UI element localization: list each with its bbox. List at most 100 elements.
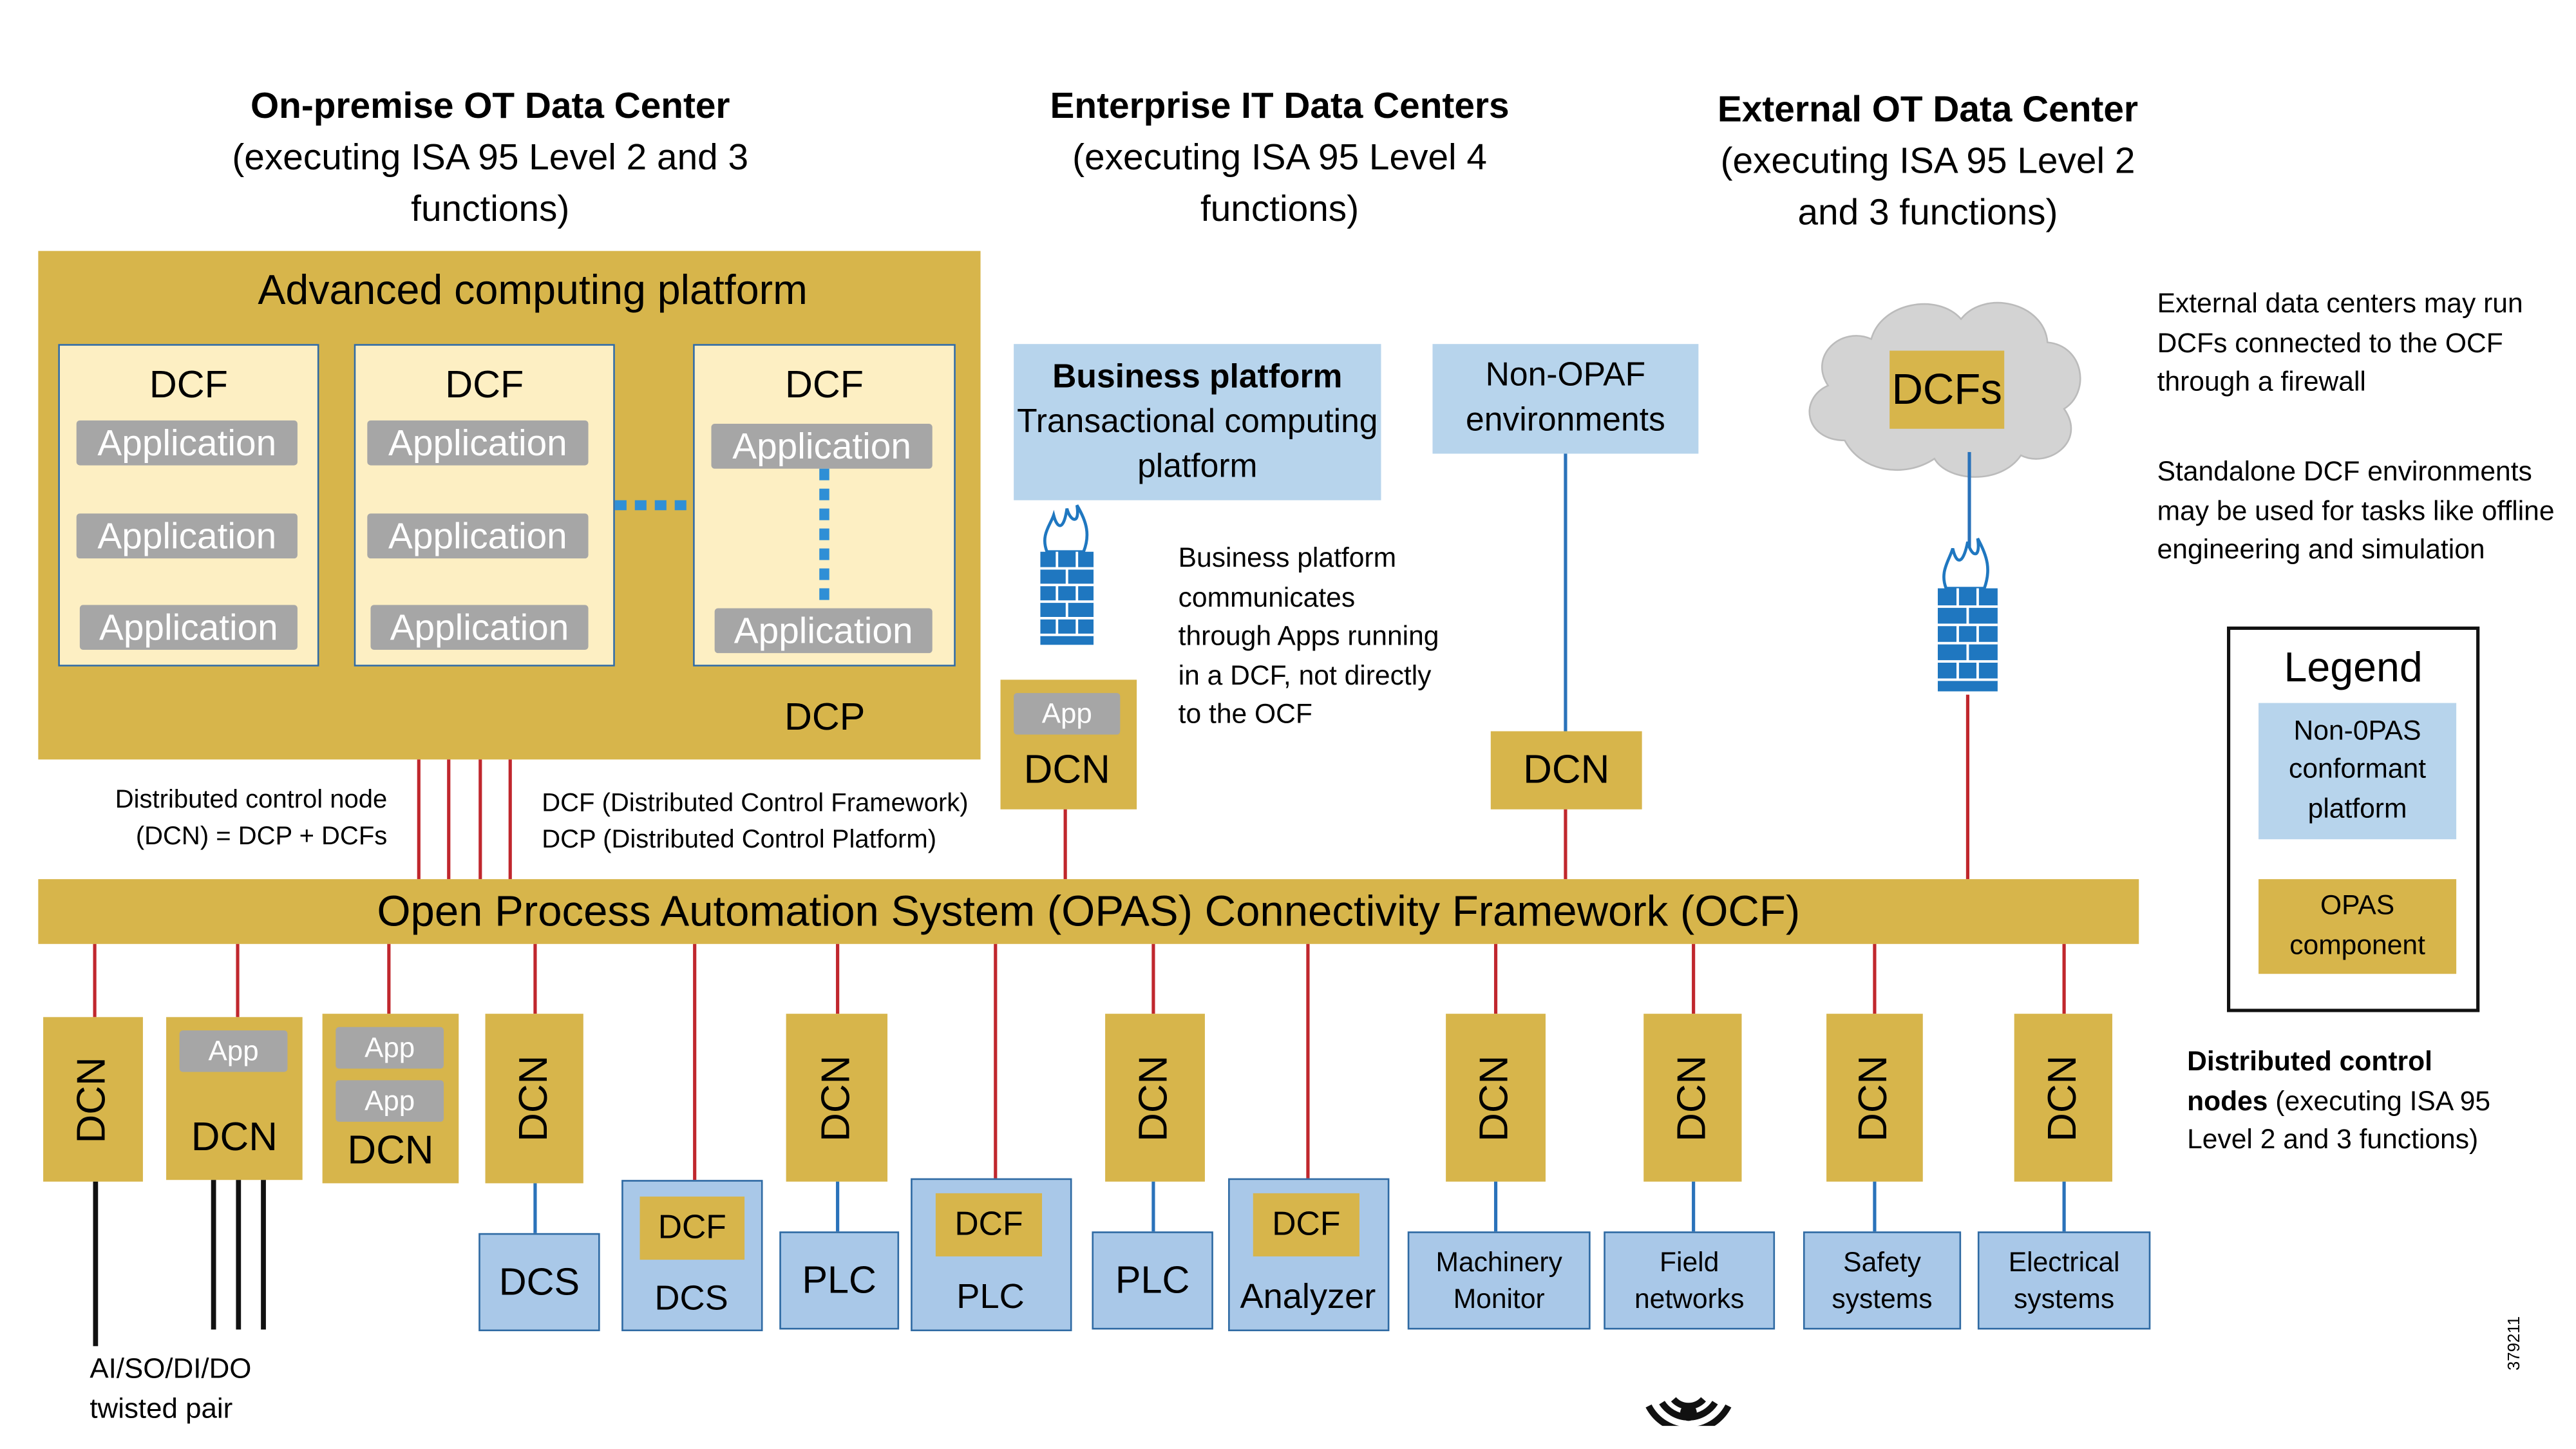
dcf-box: DCF Application Application [693,344,956,667]
standalone-dcf-note: Standalone DCF environments may be used … [2157,457,2555,565]
dcf-label: DCF [784,361,864,405]
plc-box: PLC [779,1231,900,1330]
application-block: Application [76,420,298,466]
dcn-node: DCN [1446,1014,1546,1182]
dcs-box: DCS [478,1233,600,1332]
link-line [1151,1181,1155,1232]
dcn-label: DCN [813,1054,858,1141]
link-line [478,759,482,880]
electrical-systems-box: Electrical systems [1977,1231,2151,1330]
dcf-definition-note: DCF (Distributed Control Framework) DCP … [542,786,1023,860]
dcs-with-dcf: DCF DCS [621,1180,763,1332]
safety-systems-box: Safety systems [1803,1231,1962,1330]
dotted-connectors [614,468,829,607]
business-platform-note: Business platform communicates through A… [1178,543,1439,730]
dcn-non-opaf: DCN [1490,731,1642,810]
business-platform: Business platform Transactional computin… [1014,344,1381,500]
link-line [533,1183,537,1233]
cloud-dcfs: DCFs [1889,350,2005,429]
dcn-label: DCN [191,1115,278,1160]
header-subtitle: (executing ISA 95 Level 2 and 3 function… [232,136,749,230]
application-block: Application [711,424,933,469]
app-block: App [179,1030,288,1072]
dcf-box: DCF Application Application Application [354,344,615,667]
dcn-definition-note: Distributed control node (DCN) = DCP + D… [115,786,388,851]
firewall-icon [1937,538,1998,692]
legend: Legend Non-0PAS conformant platform OPAS… [2227,626,2480,1012]
analyzer-label: Analyzer [1240,1278,1376,1316]
dcn-note-rest: (executing ISA 95 Level 2 and 3 function… [2187,1086,2491,1155]
header-enterprise-it: Enterprise IT Data Centers (executing IS… [997,80,1562,234]
legend-title: Legend [2284,643,2423,691]
dcn-node: App App DCN [322,1014,459,1184]
application-block: Application [76,513,298,559]
link-line [1873,943,1877,1014]
link-line [508,759,512,880]
twisted-pair-wire [236,1180,242,1330]
dcn-label: DCN [1669,1054,1714,1141]
dcn-label: DCN [1472,1054,1518,1141]
dcp-label: DCP [784,694,866,738]
dcn-node: DCN [1105,1014,1205,1182]
dcn-label: DCN [347,1128,434,1173]
link-line [2062,943,2066,1014]
twisted-pair-wire [261,1180,266,1330]
link-line [533,943,537,1014]
field-networks-box: Field networks [1604,1231,1776,1330]
header-title: External OT Data Center [1717,88,2139,130]
link-line [1564,453,1567,732]
app-block: App [336,1080,444,1122]
application-block: Application [367,420,589,466]
dcn-label: DCN [2040,1054,2085,1141]
link-line [417,759,421,880]
link-line [1151,943,1155,1014]
link-line [994,943,998,1179]
dcn-label: DCN [1023,748,1110,793]
business-platform-subtitle: Transactional computing platform [1017,402,1378,485]
dcs-label: DCS [654,1280,728,1318]
link-line [693,943,697,1180]
link-line [1873,1181,1877,1232]
dcn-node: DCN [1826,1014,1923,1182]
business-platform-title: Business platform [1052,358,1343,395]
link-line [447,759,451,880]
application-block: Application [79,605,298,650]
link-line [93,943,97,1018]
twisted-pair-label: AI/SO/DI/DO twisted pair [90,1352,252,1425]
link-line [1692,1181,1696,1232]
dcf-definition: DCF (Distributed Control Framework) [542,789,969,818]
header-subtitle: (executing ISA 95 Level 4 functions) [1072,136,1487,230]
application-block: Application [714,608,933,654]
firewall-icon [1040,504,1094,645]
application-block: Application [367,513,589,559]
plc-label: PLC [956,1278,1025,1316]
header-title: Enterprise IT Data Centers [1050,84,1510,127]
dcf-block: DCF [1253,1193,1359,1256]
app-block: App [1014,693,1121,735]
analyzer-with-dcf: DCF Analyzer [1228,1178,1390,1332]
ocf-bar: Open Process Automation System (OPAS) Co… [38,879,2139,944]
link-line [1063,809,1067,880]
dcp-definition: DCP (Distributed Control Platform) [542,826,937,855]
external-dc-note: External data centers may run DCFs conne… [2157,289,2523,397]
twisted-pair-wire [211,1180,216,1330]
machinery-monitor-box: Machinery Monitor [1407,1231,1591,1330]
link-line [1692,943,1696,1014]
app-block: App [336,1027,444,1069]
link-line [1965,694,1970,880]
dcn-label: DCN [1851,1054,1897,1141]
link-line [1306,943,1310,1179]
legend-non-opas: Non-0PAS conformant platform [2259,703,2457,840]
distributed-control-nodes-note: Distributed control nodes (executing ISA… [2187,1044,2519,1161]
link-line [836,943,840,1014]
link-line [1493,1181,1498,1232]
dcn-node: DCN [485,1014,583,1184]
dcn-label: DCN [1132,1054,1177,1141]
application-block: Application [370,605,589,650]
dcf-block: DCF [935,1193,1043,1256]
header-on-premise: On-premise OT Data Center (executing ISA… [158,80,822,234]
header-subtitle: (executing ISA 95 Level 2 and 3 function… [1720,139,2136,233]
acp-title: Advanced computing platform [258,267,808,314]
link-line [2062,1181,2066,1232]
